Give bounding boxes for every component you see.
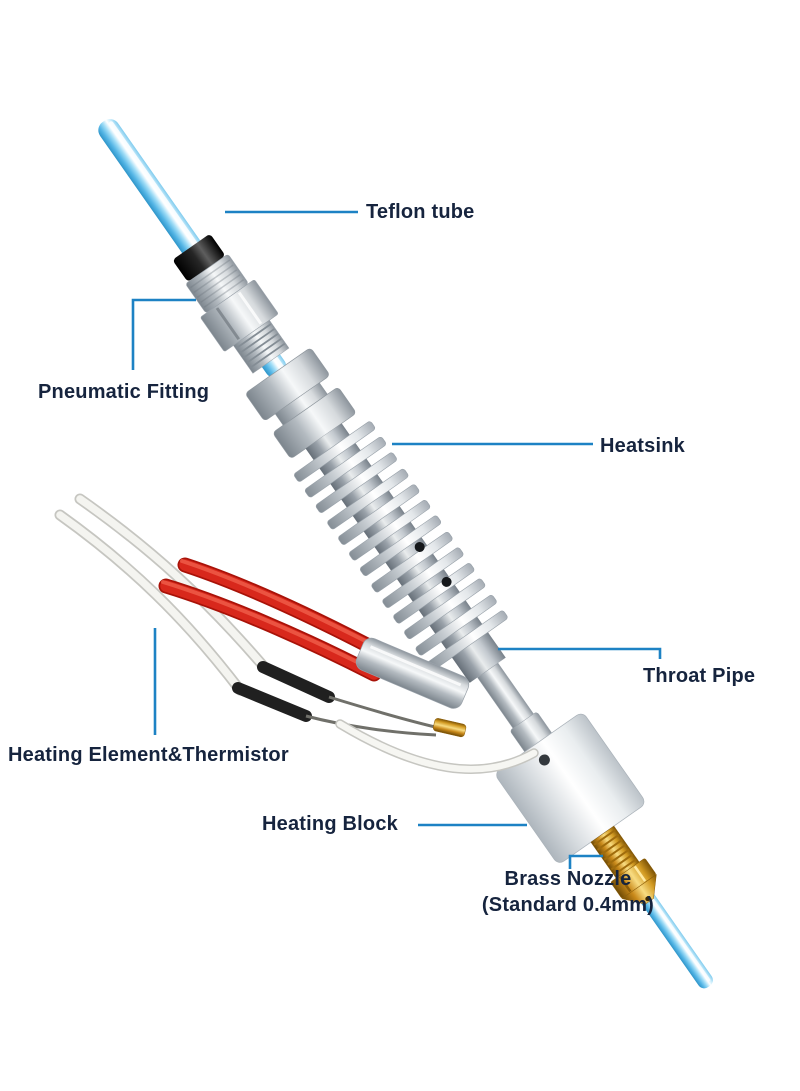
- label-throat-pipe: Throat Pipe: [643, 665, 756, 687]
- label-pneumatic-fitting: Pneumatic Fitting: [38, 381, 210, 403]
- heatsink-graphic: [246, 348, 508, 683]
- label-brass-nozzle: Brass Nozzle (Standard 0.4mm): [446, 866, 690, 918]
- label-teflon-tube: Teflon tube: [366, 201, 475, 223]
- label-brass-nozzle-line2: (Standard 0.4mm): [481, 894, 655, 916]
- label-heatsink: Heatsink: [600, 435, 685, 457]
- label-heating-block: Heating Block: [262, 813, 398, 835]
- label-heating-element-thermistor: Heating Element&Thermistor: [8, 744, 289, 766]
- hotend-assembly-graphic: [98, 119, 713, 989]
- callout-throat-pipe: [498, 647, 662, 659]
- brass-nozzle-graphic: [590, 825, 657, 905]
- heater-cartridge-graphic: [355, 637, 470, 709]
- label-brass-nozzle-line1: Brass Nozzle: [504, 868, 632, 890]
- heatsink-hole: [414, 541, 425, 552]
- thermistor-ferrule: [432, 718, 467, 738]
- heatsink-hole: [441, 576, 452, 587]
- pneumatic-fitting-graphic: [173, 235, 290, 374]
- callout-pneumatic-fitting: [131, 298, 196, 370]
- callout-lines: [131, 210, 662, 869]
- heating-block-hole: [538, 754, 550, 766]
- heating-element-thermistor-graphic: [54, 493, 539, 774]
- filament-graphic: [638, 889, 713, 989]
- callout-brass-nozzle: [568, 854, 603, 869]
- nozzle-orifice: [645, 896, 651, 902]
